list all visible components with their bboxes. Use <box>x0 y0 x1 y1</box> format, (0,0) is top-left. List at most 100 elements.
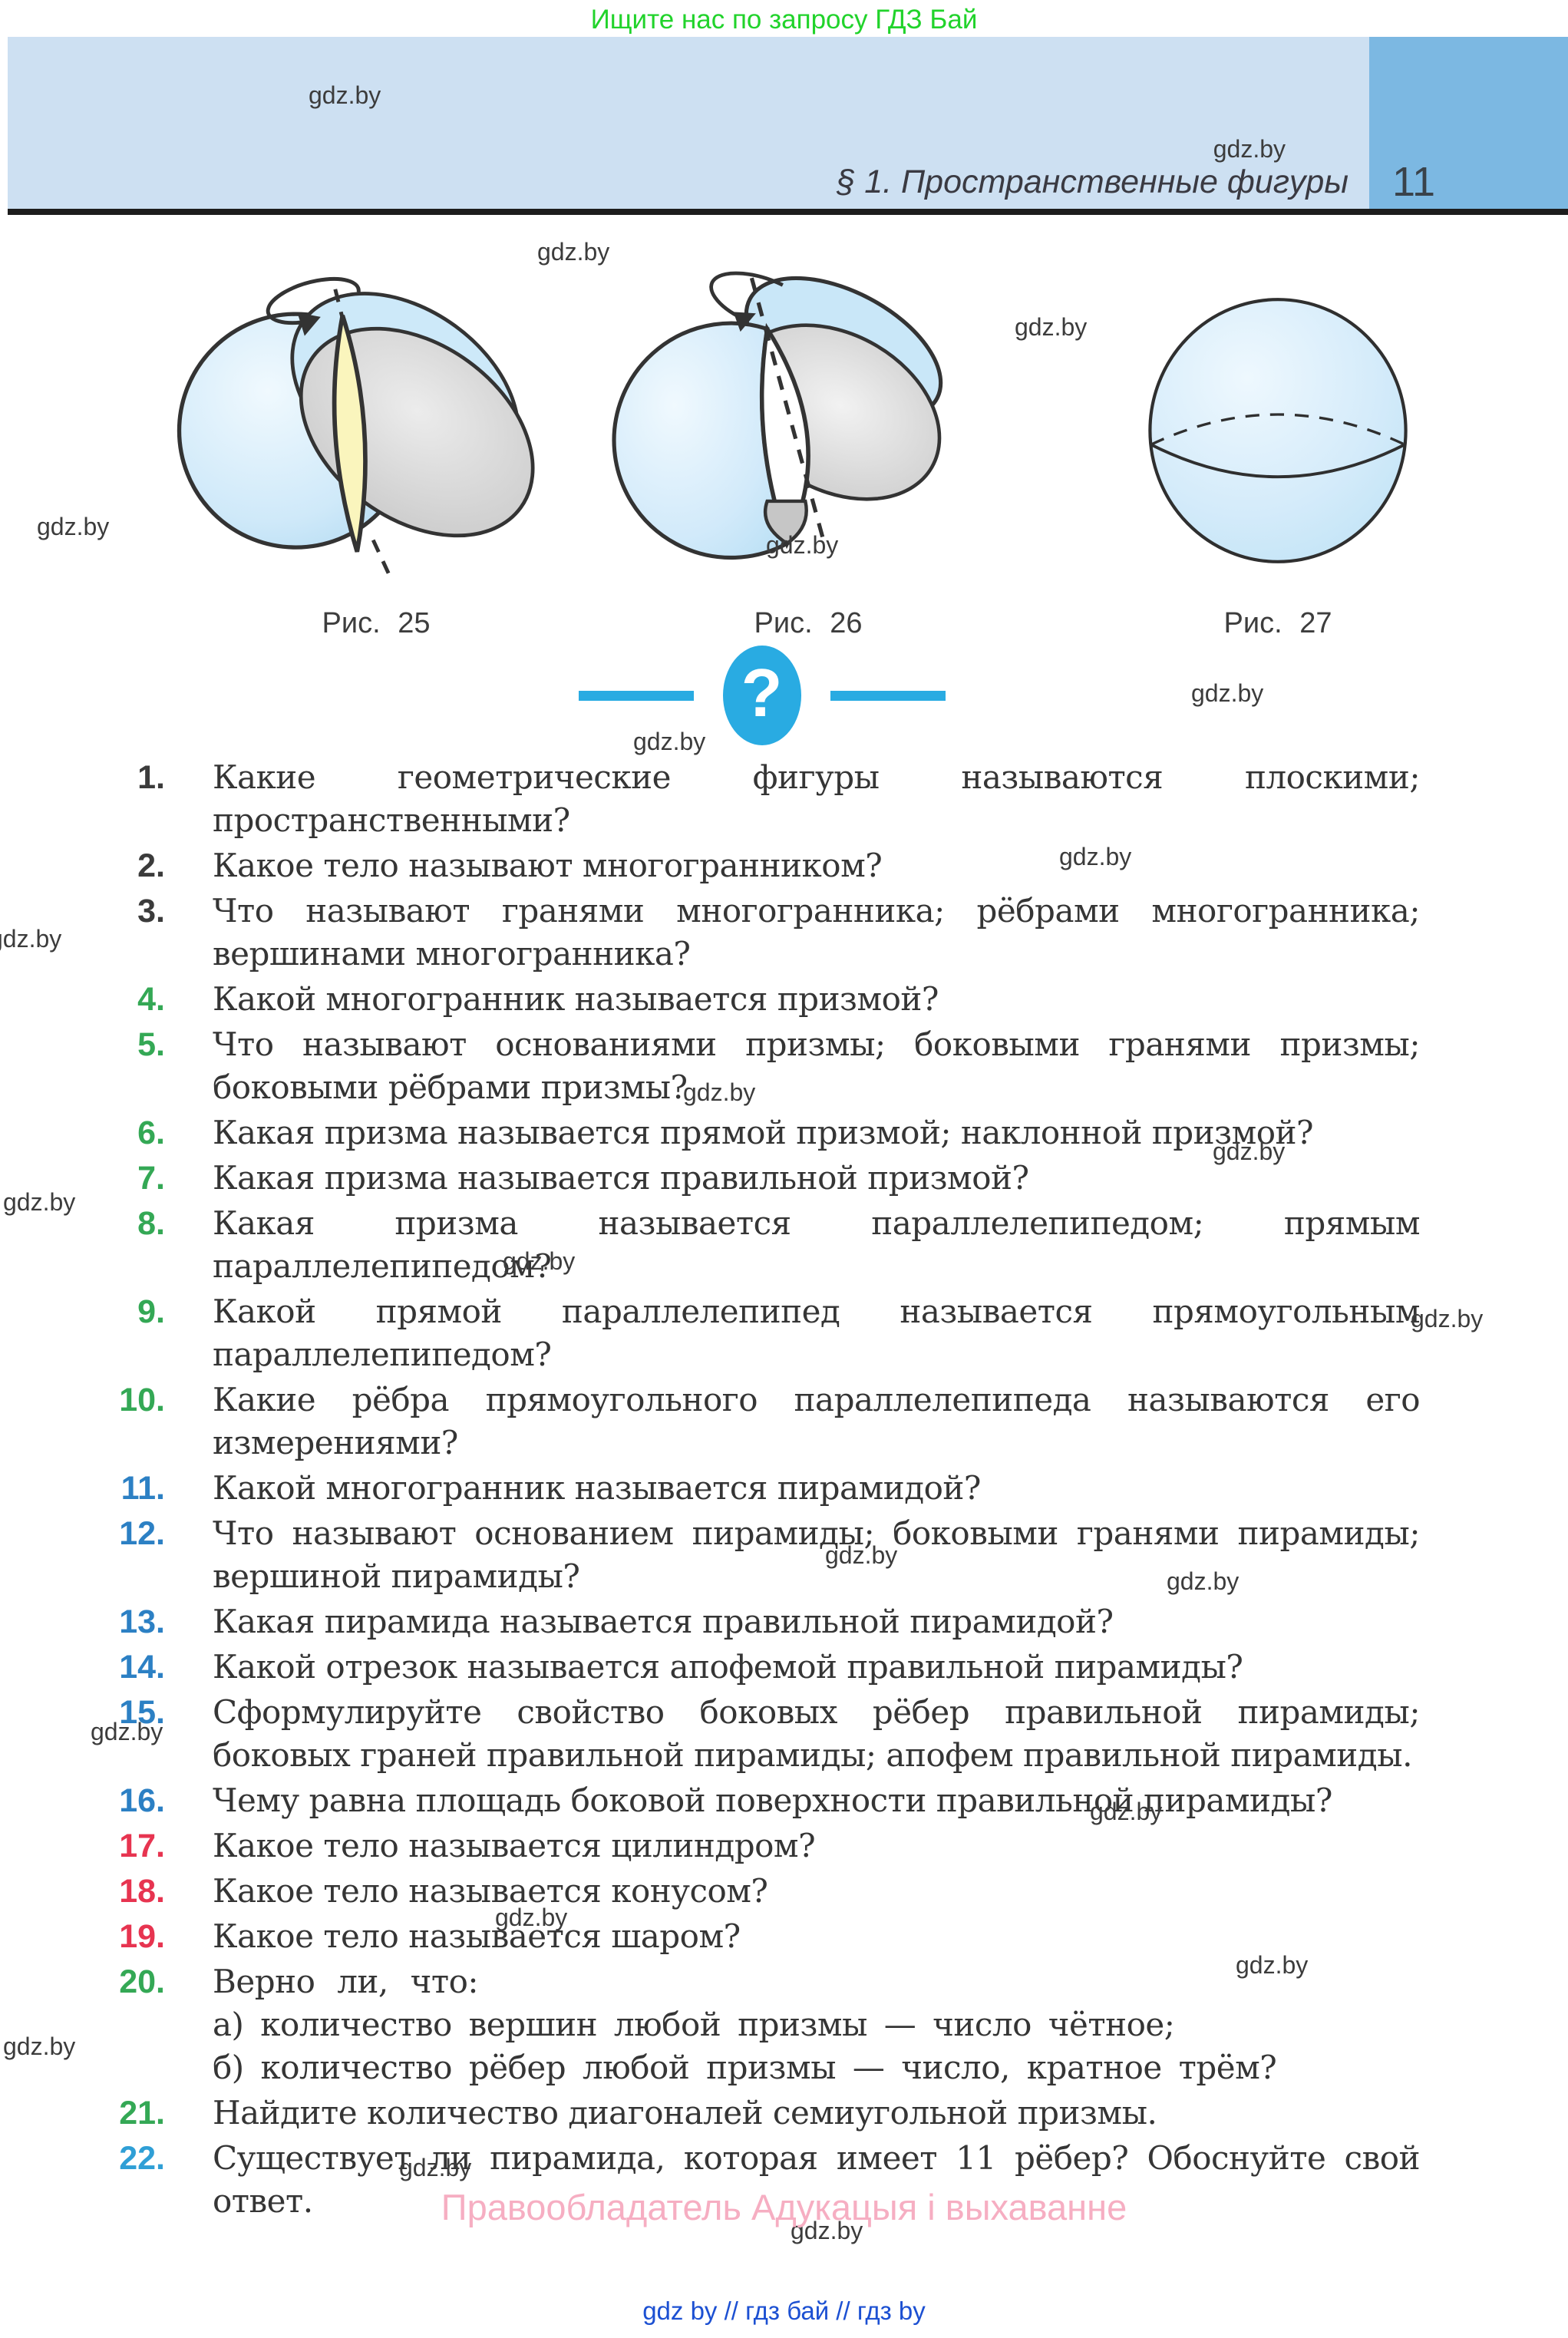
question-number: 4. <box>137 981 165 1018</box>
question-row: 19. Какое тело называется шаром? <box>119 1915 1420 1958</box>
gdz-watermark: gdz.by <box>1191 679 1264 707</box>
question-number: 8. <box>137 1205 165 1242</box>
question-subitem-a: а) количество вершин любой призмы — числ… <box>213 2006 1175 2043</box>
sphere-rotation-drawing-2 <box>612 271 943 560</box>
gdz-watermark: gdz.by <box>633 728 706 755</box>
sphere-drawing <box>1148 298 1408 563</box>
question-text: Какая призма называется параллелепипедом… <box>213 1204 1421 1285</box>
question-number: 6. <box>137 1115 165 1151</box>
gdz-watermark: gdz.by <box>766 531 839 559</box>
question-mark-glyph: ? <box>741 655 783 731</box>
page-number: 11 <box>1392 159 1436 205</box>
question-row: 4.Какой многогранник называется призмой? <box>119 978 1420 1021</box>
question-subitem-b: б) количество рёбер любой призмы — число… <box>213 2049 1277 2086</box>
gdz-watermark: gdz.by <box>91 1718 163 1745</box>
questions-divider: ? <box>0 645 1523 746</box>
question-text: Какое тело называют многогранником? <box>213 847 883 884</box>
question-row: 9. Какой прямой параллелепипед называется… <box>119 1290 1420 1376</box>
figure-27-sphere: Рис. 27 <box>1101 243 1454 639</box>
question-text: Какой отрезок называется апофемой правил… <box>213 1648 1243 1686</box>
question-number: 21. <box>119 2095 165 2132</box>
footer-links[interactable]: gdz by // гдз бай // гдз by <box>642 2297 926 2325</box>
sphere-rotation-drawing-1 <box>177 276 535 578</box>
question-number: 13. <box>119 1603 165 1640</box>
question-row: 18.Какое тело называется конусом? <box>119 1870 1420 1913</box>
question-text: Какой прямой параллелепипед называется п… <box>213 1293 1421 1373</box>
page-number-box: 11 <box>1369 37 1568 209</box>
gdz-watermark: gdz.by <box>1167 1567 1240 1595</box>
question-text: Какое тело называется цилиндром? <box>213 1827 816 1864</box>
gdz-watermark: gdz.by <box>683 1078 756 1106</box>
question-row: 21. Найдите количество диагоналей семиуго… <box>119 2092 1420 2135</box>
question-row: 5.Что называют основаниями призмы; боков… <box>119 1023 1420 1109</box>
question-number: 14. <box>119 1649 165 1686</box>
question-text: Какая призма называется правильной призм… <box>213 1159 1029 1197</box>
question-text: Что называют гранями многогранника; рёбр… <box>213 892 1421 973</box>
question-row: 8. Какая призма называется параллелепипед… <box>119 1202 1420 1288</box>
question-row: 16. Чему равна площадь боковой поверхност… <box>119 1779 1420 1822</box>
figures-row: Рис. 25 Р <box>0 230 1568 645</box>
gdz-watermark: gdz.by <box>495 1904 568 1931</box>
question-row: 14. Какой отрезок называется апофемой пра… <box>119 1646 1420 1689</box>
gdz-watermark: gdz.by <box>0 925 62 953</box>
figure-caption: Рис. 26 <box>754 607 863 639</box>
gdz-watermark: gdz.by <box>825 1541 898 1569</box>
promo-banner: Ищите нас по запросу ГДЗ Бай <box>590 5 978 35</box>
question-number: 20. <box>119 1963 165 2000</box>
question-number: 15. <box>119 1694 165 1731</box>
gdz-watermark: gdz.by <box>791 2217 863 2244</box>
gdz-watermark: gdz.by <box>399 2154 472 2181</box>
question-text: Какое тело называется шаром? <box>213 1917 741 1955</box>
question-text: Чему равна площадь боковой поверхности п… <box>213 1782 1332 1819</box>
question-text: Что называют основаниями призмы; боковым… <box>213 1025 1421 1106</box>
question-number: 19. <box>119 1918 165 1955</box>
page-header: gdz.by gdz.by § 1. Пространственные фигу… <box>8 37 1568 215</box>
question-number: 1. <box>137 759 165 796</box>
question-text: Что называют основанием пирамиды; боковы… <box>213 1514 1421 1595</box>
figure-26-sphere-rotation: Рис. 26 <box>593 243 1023 639</box>
figure-caption: Рис. 27 <box>1223 607 1332 639</box>
question-number: 22. <box>119 2140 165 2177</box>
question-row: 1. Какие геометрические фигуры называются… <box>119 756 1420 842</box>
question-number: 17. <box>119 1828 165 1864</box>
gdz-watermark: gdz.by <box>503 1247 576 1275</box>
gdz-watermark: gdz.by <box>1213 135 1286 163</box>
question-number: 9. <box>137 1293 165 1330</box>
question-text: Верно ли, что: а) количество вершин любо… <box>213 1960 1420 2089</box>
gdz-watermark: gdz.by <box>1015 313 1088 341</box>
question-row: 15.Сформулируйте свойство боковых рёбер … <box>119 1691 1420 1777</box>
question-text: Какие геометрические фигуры называются п… <box>213 758 1421 839</box>
question-number: 3. <box>137 893 165 930</box>
gdz-watermark: gdz.by <box>1213 1138 1286 1165</box>
question-number: 7. <box>137 1160 165 1197</box>
figure-caption: Рис. 25 <box>322 607 431 639</box>
gdz-watermark: gdz.by <box>1059 843 1132 870</box>
question-main-line: Верно ли, что: <box>213 1963 479 2000</box>
section-title: § 1. Пространственные фигуры <box>837 163 1348 200</box>
gdz-watermark: gdz.by <box>37 513 110 540</box>
question-row: 3. Что называют гранями многогранника; рё… <box>119 890 1420 976</box>
gdz-watermark: gdz.by <box>537 238 610 266</box>
question-row: 20. Верно ли, что: а) количество вершин … <box>119 1960 1420 2089</box>
question-row: 11. Какой многогранник называется пирамид… <box>119 1467 1420 1510</box>
question-text: Какой многогранник называется пирамидой? <box>213 1469 981 1507</box>
divider-bar-right <box>830 690 946 701</box>
question-text: Какая призма называется прямой призмой; … <box>213 1114 1314 1151</box>
question-number: 11. <box>120 1470 165 1507</box>
gdz-watermark: gdz.by <box>3 2033 76 2060</box>
question-row: 13.Какая пирамида называется правильной … <box>119 1600 1420 1643</box>
gdz-watermark: gdz.by <box>1090 1798 1163 1825</box>
questions-list: 1. Какие геометрические фигуры называются… <box>119 756 1420 2225</box>
question-text: Найдите количество диагоналей семиугольн… <box>213 2094 1157 2132</box>
question-text: Какие рёбра прямоугольного параллелепипе… <box>213 1381 1421 1461</box>
question-text: Существует ли пирамида, которая имеет 11… <box>213 2139 1421 2220</box>
question-number: 16. <box>119 1782 165 1819</box>
question-row: 2.Какое тело называют многогранником? <box>119 844 1420 887</box>
question-row: 10.Какие рёбра прямоугольного параллелеп… <box>119 1379 1420 1465</box>
question-row: 17. Какое тело называется цилиндром? <box>119 1824 1420 1867</box>
question-row: 7. Какая призма называется правильной при… <box>119 1157 1420 1200</box>
question-mark-icon: ? <box>722 646 801 745</box>
gdz-watermark: gdz.by <box>1411 1305 1484 1332</box>
question-row: 12.Что называют основанием пирамиды; бок… <box>119 1512 1420 1598</box>
